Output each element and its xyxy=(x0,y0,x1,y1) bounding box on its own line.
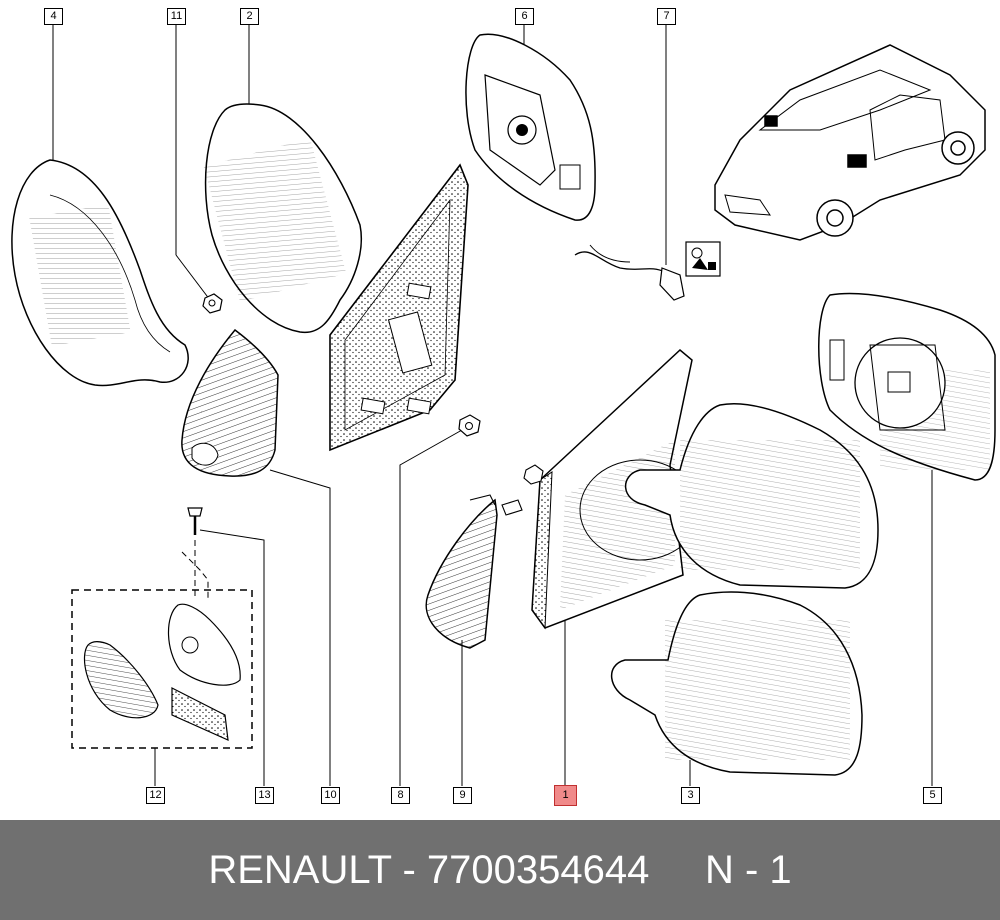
fixings xyxy=(469,464,544,516)
part-4-mirror-cover xyxy=(11,159,189,387)
mirror-cover-upper-right xyxy=(624,402,879,589)
callout-5: 5 xyxy=(923,787,942,804)
brand-name: RENAULT xyxy=(208,848,392,892)
part-6-mirror-glass xyxy=(465,33,596,221)
part-5-mirror-glass xyxy=(818,292,996,481)
exploded-parts-diagram xyxy=(11,25,996,786)
part-9-cap xyxy=(425,498,498,649)
part-3-mirror-cover xyxy=(610,591,863,776)
callout-13: 13 xyxy=(255,787,274,804)
part-11-nut xyxy=(202,293,223,314)
callout-1-highlighted[interactable]: 1 xyxy=(554,785,577,806)
callout-11: 11 xyxy=(167,8,186,25)
callout-3: 3 xyxy=(681,787,700,804)
callout-2: 2 xyxy=(240,8,259,25)
part-8-nut xyxy=(458,414,481,437)
mirror-base-housing xyxy=(329,163,469,452)
callout-10: 10 xyxy=(321,787,340,804)
callout-7: 7 xyxy=(657,8,676,25)
footer-caption: RENAULT - 7700354644 N - 1 xyxy=(0,820,1000,920)
callout-8: 8 xyxy=(391,787,410,804)
callout-12: 12 xyxy=(146,787,165,804)
separator: - xyxy=(391,848,427,892)
part-7-wiring xyxy=(574,241,721,301)
position-code: N - 1 xyxy=(704,848,792,892)
car-illustration xyxy=(714,44,986,241)
callout-9: 9 xyxy=(453,787,472,804)
leader-lines xyxy=(52,25,933,786)
footer-bar: RENAULT - 7700354644 N - 1 xyxy=(0,820,1000,920)
callout-4: 4 xyxy=(44,8,63,25)
part-12-kit-box xyxy=(71,589,253,749)
part-number: 7700354644 xyxy=(426,848,650,892)
part-2-mirror-cover xyxy=(203,103,363,334)
spacer xyxy=(649,848,705,892)
part-10-trim xyxy=(181,328,279,477)
callout-6: 6 xyxy=(515,8,534,25)
part-13-screw xyxy=(181,507,209,600)
